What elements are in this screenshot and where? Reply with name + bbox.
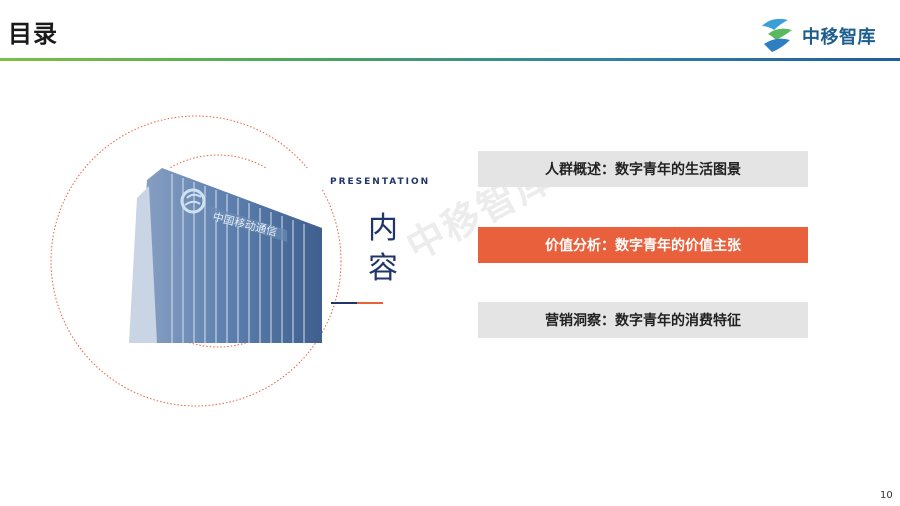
toc-item-2[interactable]: 价值分析：数字青年的价值主张 <box>478 227 808 263</box>
heading-char-2: 容 <box>368 251 398 286</box>
presentation-label: PRESENTATION <box>330 177 431 187</box>
header-divider <box>0 58 900 61</box>
building-photo: 中国移动通信 <box>117 168 322 343</box>
toc-item-1[interactable]: 人群概述：数字青年的生活图景 <box>478 151 808 187</box>
logo-mark-icon <box>762 18 792 52</box>
heading-divider-orange <box>357 302 383 304</box>
heading-char-1: 内 <box>368 211 398 246</box>
heading-divider-navy <box>331 302 357 304</box>
toc-item-3[interactable]: 营销洞察：数字青年的消费特征 <box>478 302 808 338</box>
logo: 中移智库 <box>758 14 888 54</box>
page-number: 10 <box>880 490 893 501</box>
page-title: 目录 <box>8 20 58 48</box>
logo-text: 中移智库 <box>802 27 876 48</box>
